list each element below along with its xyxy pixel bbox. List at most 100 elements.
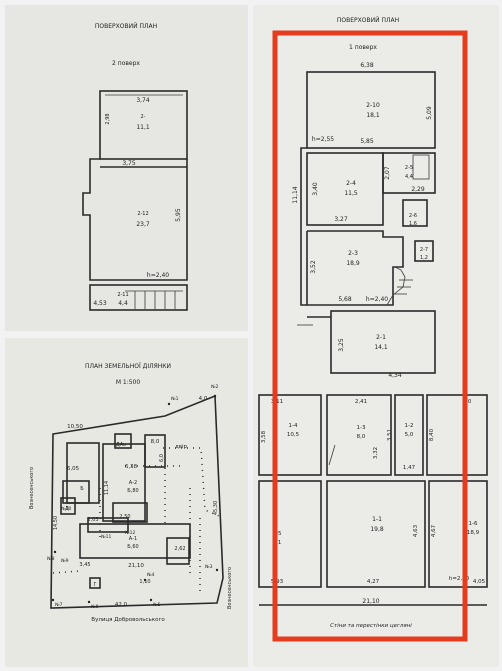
room-1-6-wall bbox=[428, 480, 488, 588]
room-2-3-wall bbox=[306, 230, 404, 306]
plot-boundary bbox=[50, 394, 224, 609]
point-5: №5 bbox=[153, 602, 161, 608]
room-2-12-wall bbox=[82, 158, 188, 281]
room-2-11-wall bbox=[89, 284, 188, 311]
label-b80: Б,80 bbox=[127, 488, 138, 494]
building-a1-top bbox=[87, 517, 129, 533]
room-2-6-wall bbox=[402, 199, 428, 227]
dim-bot-l2: 2,41 bbox=[355, 399, 367, 405]
room-2-1-wall bbox=[330, 310, 436, 374]
room-2-3-num: 2-3 bbox=[348, 250, 358, 257]
room-2-4-num: 2-4 bbox=[346, 180, 356, 187]
room-1-1-wall bbox=[326, 480, 426, 588]
street-right: Вознесенського bbox=[227, 567, 233, 609]
room-2-4-area: 11,5 bbox=[344, 190, 358, 197]
room-2-1-area: 14,1 bbox=[374, 344, 388, 351]
label-d: Д bbox=[65, 506, 69, 512]
label-yard: двір bbox=[175, 444, 188, 450]
dim-b: 11,14 bbox=[104, 481, 110, 495]
point-7: №7 bbox=[55, 602, 63, 608]
floor-2-plan-drawing: ПОВЕРХОВИЙ ПЛАН 2 поверх 3,74 2,98 2- 11… bbox=[82, 23, 188, 311]
building-g bbox=[89, 577, 101, 589]
room-2-12-num: 2-12 bbox=[137, 211, 148, 217]
floor-2-height: h=2,40 bbox=[147, 272, 169, 279]
floor-1-title: ПОВЕРХОВИЙ ПЛАН bbox=[337, 17, 399, 24]
room-1-5-wall bbox=[258, 480, 322, 588]
point-2: №2 bbox=[211, 384, 219, 390]
dim-m: 2,62 bbox=[174, 546, 185, 552]
room-2-1-num: 2-1 bbox=[376, 334, 386, 341]
dim-big-d: 4,05 bbox=[473, 579, 486, 585]
street-left: Вознесенського bbox=[29, 467, 35, 509]
dim-right: 5,95 bbox=[175, 208, 182, 222]
label-g: Г bbox=[93, 582, 96, 588]
room-2-11-area: 4,4 bbox=[118, 300, 128, 307]
dim-g: 45,30 bbox=[213, 501, 219, 515]
dim-k: 21,10 bbox=[128, 563, 144, 569]
point-6: №6 bbox=[91, 604, 99, 610]
dim-bot-l3: 3,58 bbox=[261, 430, 267, 443]
room-2-5-num: 2-5 bbox=[405, 165, 413, 171]
building-top-small bbox=[114, 433, 132, 449]
dim-mid: 3,75 bbox=[122, 160, 136, 167]
floor-2-label: 2 поверх bbox=[112, 60, 140, 67]
land-plot-title: ПЛАН ЗЕМЕЛЬНОЇ ДІЛЯНКИ bbox=[85, 363, 171, 370]
panel-floor-1: ПОВЕРХОВИЙ ПЛАН 1 поверх 6,38 2-10 18,1 … bbox=[253, 5, 499, 667]
land-plot-drawing: ПЛАН ЗЕМЕЛЬНОЇ ДІЛЯНКИ М 1:500 10,50 4,0… bbox=[29, 363, 233, 623]
room-2-3-area: 18,9 bbox=[346, 260, 360, 267]
point-11: №11 bbox=[101, 534, 112, 540]
label-b60: Б,60 bbox=[127, 544, 138, 550]
dim-r3-w: 3,27 bbox=[334, 216, 348, 223]
label-a2: А-2 bbox=[129, 480, 137, 486]
land-plot-scale: М 1:500 bbox=[116, 379, 141, 386]
building-small-1 bbox=[62, 480, 90, 504]
room-2-11-num: 2-11 bbox=[117, 292, 128, 298]
room-1-3-num: 1-3 bbox=[357, 425, 366, 431]
dim-h: 2,03 bbox=[87, 517, 98, 523]
room-2-10-area: 18,1 bbox=[366, 112, 380, 119]
dim-big-c: 4,67 bbox=[431, 524, 437, 537]
room-2-10-num: 2-10 bbox=[366, 102, 380, 109]
dim-r10-w: 5,85 bbox=[360, 138, 374, 145]
panel-floor-2: ПОВЕРХОВИЙ ПЛАН 2 поверх 3,74 2,98 2- 11… bbox=[5, 5, 248, 331]
room-1-6-num: 1-6 bbox=[469, 521, 478, 527]
point-10: №10 bbox=[61, 506, 72, 512]
dim-bottom: 4,53 bbox=[93, 300, 107, 307]
room-2-1-area: 11,1 bbox=[136, 124, 150, 131]
point-3: №3 bbox=[205, 564, 213, 570]
room-2-5-area: 4,4 bbox=[405, 174, 413, 180]
dim-top-right: 4,0 bbox=[199, 396, 208, 402]
dim-left-small: 2,98 bbox=[105, 113, 111, 124]
dim-c: 6,38 bbox=[125, 464, 138, 470]
building-a1 bbox=[79, 523, 191, 559]
height-note-1: h=2,55 bbox=[312, 136, 334, 143]
dim-r3-bottom: 5,68 bbox=[338, 296, 352, 303]
dim-left-total: 11,14 bbox=[292, 186, 299, 203]
room-1-2-wall bbox=[394, 394, 424, 476]
dim-top: 3,74 bbox=[136, 97, 150, 104]
room-1-3-area: 8,0 bbox=[357, 434, 366, 440]
dim-f: 14,50 bbox=[53, 516, 59, 530]
room-2-7-wall bbox=[414, 240, 434, 262]
floor-2-title: ПОВЕРХОВИЙ ПЛАН bbox=[95, 23, 157, 30]
dim-big-a: 4,63 bbox=[413, 524, 419, 537]
dim-r3-h: 3,52 bbox=[310, 260, 317, 274]
panel-land-plot: ПЛАН ЗЕМЕЛЬНОЇ ДІЛЯНКИ М 1:500 10,50 4,0… bbox=[5, 338, 248, 667]
dim-r4-h: 3,40 bbox=[312, 182, 319, 196]
highlight-frame bbox=[272, 30, 468, 642]
label-a1: А-1 bbox=[129, 536, 137, 542]
building-8 bbox=[144, 434, 166, 468]
room-2-12-area: 23,7 bbox=[136, 221, 150, 228]
room-1-2-num: 1-2 bbox=[405, 423, 414, 429]
room-1-6-area: 18,9 bbox=[467, 530, 480, 536]
height-note-2: h=2,40 bbox=[366, 296, 388, 303]
street-bottom: Вулиця Добровольського bbox=[91, 617, 165, 623]
dim-i: 2,50 bbox=[119, 514, 130, 520]
dim-a: 6,05 bbox=[67, 466, 80, 472]
dim-d: 8,0 bbox=[151, 439, 160, 445]
label-0: Б bbox=[80, 486, 84, 492]
point-4: №4 bbox=[147, 572, 155, 578]
point-9: №9 bbox=[61, 558, 69, 564]
room-1-2-area: 5,0 bbox=[405, 432, 414, 438]
building-a2-lower bbox=[112, 502, 148, 523]
